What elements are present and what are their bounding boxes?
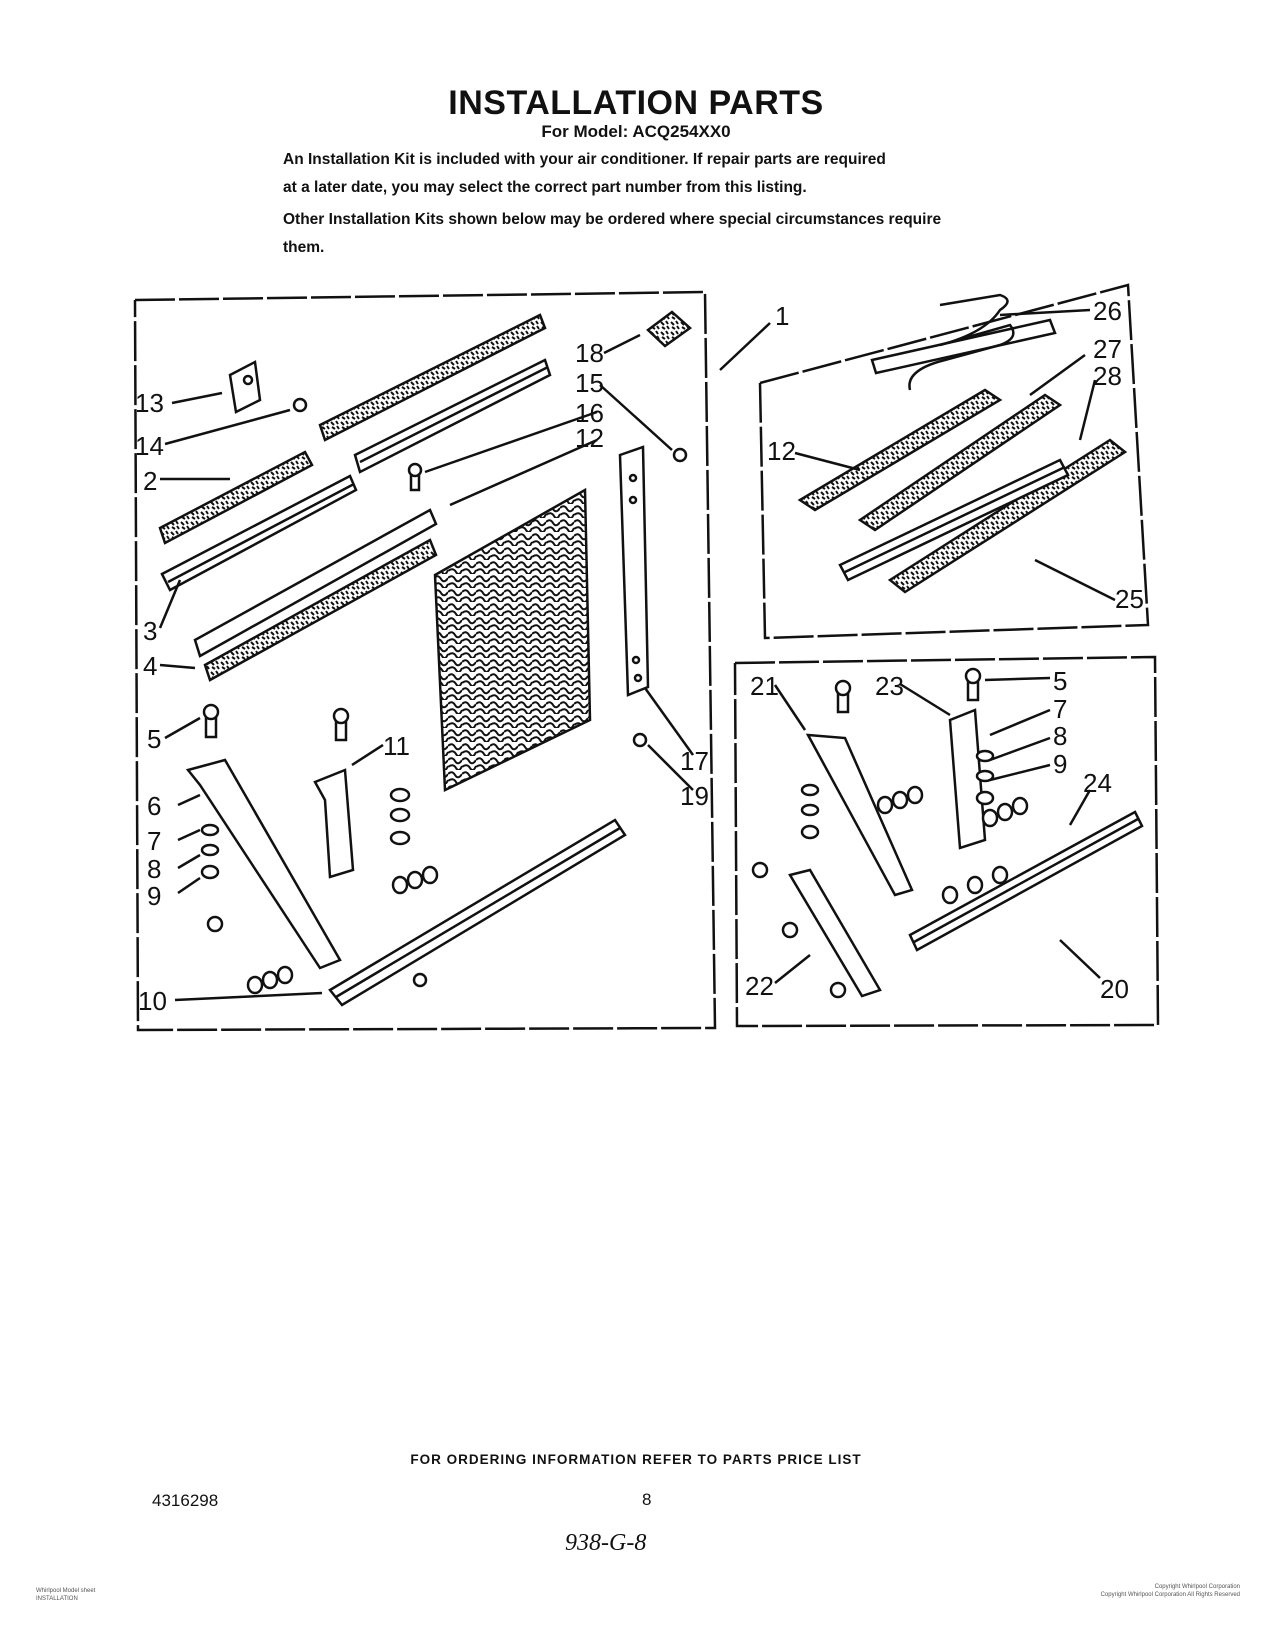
part-leg-22 (788, 868, 882, 998)
callout-20: 20 (1100, 974, 1129, 1004)
intro-line-1: An Installation Kit is included with you… (283, 151, 886, 168)
callout-11: 11 (383, 731, 410, 761)
callout-1: 1 (775, 301, 789, 331)
part-top-rail (318, 313, 547, 442)
bottom-right-panel-frame (733, 655, 1160, 1028)
callout-12-left: 12 (575, 423, 604, 453)
page-title: INSTALLATION PARTS (448, 84, 824, 122)
callout-6: 6 (147, 791, 161, 821)
callout-17: 17 (680, 746, 709, 776)
callout-labels: 13 14 2 3 4 5 6 7 8 9 10 11 18 15 16 12 … (135, 296, 1144, 1016)
part-bracket-11 (313, 768, 355, 879)
callout-2: 2 (143, 466, 157, 496)
callout-4: 4 (143, 651, 157, 681)
part-bracket-23 (948, 708, 987, 850)
callout-7-right: 7 (1053, 694, 1067, 724)
part-channel-17 (618, 445, 650, 697)
callout-8: 8 (147, 854, 161, 884)
part-screw-14 (292, 397, 308, 413)
part-rail-4 (203, 538, 438, 682)
part-gasket-26b (908, 293, 1015, 391)
top-right-panel-frame (758, 283, 1150, 640)
callout-23: 23 (875, 671, 904, 701)
part-bracket-13 (228, 360, 262, 414)
callout-24: 24 (1083, 768, 1112, 798)
intro-line-4: them. (283, 239, 325, 256)
callout-28: 28 (1093, 361, 1122, 391)
bottom-right-panel-parts (751, 667, 1144, 999)
fine-print-right-2: Copyright Whirlpool Corporation All Righ… (1100, 1592, 1240, 1598)
callout-27: 27 (1093, 334, 1122, 364)
callout-21: 21 (750, 671, 779, 701)
part-leg-6 (185, 758, 342, 970)
callout-13: 13 (135, 388, 164, 418)
part-screw-15 (672, 447, 688, 463)
part-screw-19 (632, 732, 648, 748)
callout-5-right: 5 (1053, 666, 1067, 696)
callout-22: 22 (745, 971, 774, 1001)
page-number: 8 (642, 1490, 652, 1509)
part-foam-27 (857, 393, 1063, 532)
callout-16: 16 (575, 398, 604, 428)
intro-line-2: at a later date, you may select the corr… (283, 179, 807, 196)
callout-7: 7 (147, 826, 161, 856)
callout-9: 9 (147, 881, 161, 911)
document-number: 4316298 (152, 1491, 219, 1510)
callout-26: 26 (1093, 296, 1122, 326)
fine-print-left-1: Whirlpool Model sheet (36, 1588, 96, 1594)
callout-18: 18 (575, 338, 604, 368)
part-arm-21 (805, 733, 914, 897)
part-rail-long (193, 508, 438, 658)
callout-14: 14 (135, 431, 164, 461)
part-gasket-26a (870, 318, 1057, 375)
callout-10: 10 (138, 986, 167, 1016)
part-foam-28 (887, 438, 1128, 594)
fine-print-left-2: INSTALLATION (36, 1596, 78, 1602)
callout-25: 25 (1115, 584, 1144, 614)
part-foam-block-18 (646, 310, 692, 348)
callout-8-right: 8 (1053, 721, 1067, 751)
callout-5: 5 (147, 724, 161, 754)
model-subtitle: For Model: ACQ254XX0 (541, 122, 731, 141)
handwritten-code: 938-G-8 (565, 1530, 647, 1556)
callout-3: 3 (143, 616, 157, 646)
leader-lines (158, 308, 1116, 1002)
part-mesh-panel-12 (433, 487, 592, 792)
top-right-panel-parts (797, 293, 1128, 594)
callout-12-right: 12 (767, 436, 796, 466)
callout-9-right: 9 (1053, 749, 1067, 779)
ordering-note: FOR ORDERING INFORMATION REFER TO PARTS … (410, 1452, 862, 1467)
left-panel-parts (158, 310, 692, 1007)
intro-line-3: Other Installation Kits shown below may … (283, 211, 942, 228)
part-strip-2 (158, 450, 314, 545)
part-foam-12 (797, 388, 1003, 512)
callout-15: 15 (575, 368, 604, 398)
fine-print-right-1: Copyright Whirlpool Corporation (1154, 1584, 1240, 1590)
left-panel-frame (133, 290, 717, 1032)
callout-19: 19 (680, 781, 709, 811)
